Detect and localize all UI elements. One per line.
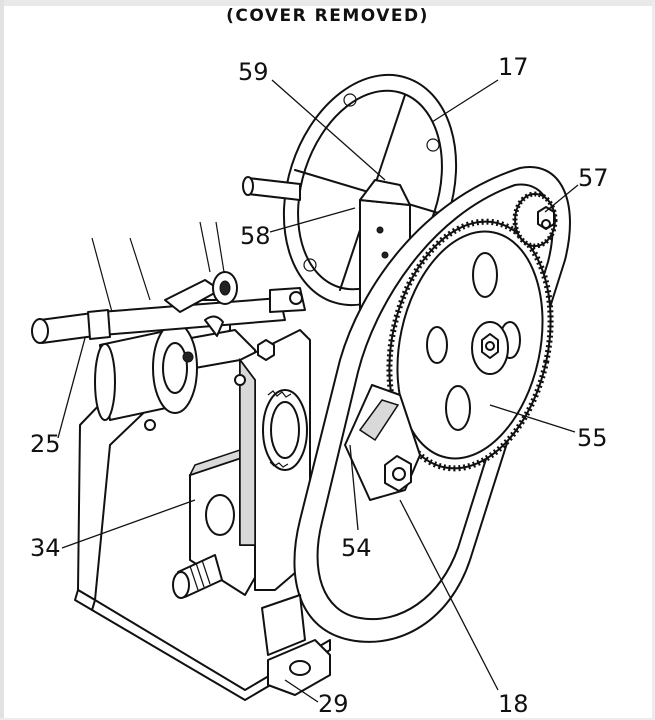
callout-17: 17 [498,53,529,81]
idler-arm [344,384,421,501]
callout-34: 34 [30,534,61,562]
pinion-gear [512,191,558,249]
brake-linkage [164,271,238,313]
callout-57: 57 [578,164,609,192]
drum-shaft [94,322,198,421]
rear-shaft [242,176,301,201]
callout-55: 55 [577,424,608,452]
figure-caption: (COVER REMOVED) [226,6,429,26]
callout-25: 25 [30,430,61,458]
callout-18: 18 [498,690,529,718]
callout-58: 58 [240,222,271,250]
mounting-foot [261,594,331,696]
large-gear [386,218,554,472]
background-rods [91,221,225,313]
frame-border-bottom [0,718,655,720]
ratchet-wheel [262,389,308,471]
lever-handle [31,287,306,344]
callout-29: 29 [318,690,349,718]
leader-lines [57,79,579,703]
frame-border-left [0,0,4,720]
callout-54: 54 [341,534,372,562]
callout-59: 59 [238,58,269,86]
frame-border-top [0,0,655,6]
frame-border-right [652,0,655,720]
output-shaft [172,554,223,599]
frame-bolts [144,339,275,431]
